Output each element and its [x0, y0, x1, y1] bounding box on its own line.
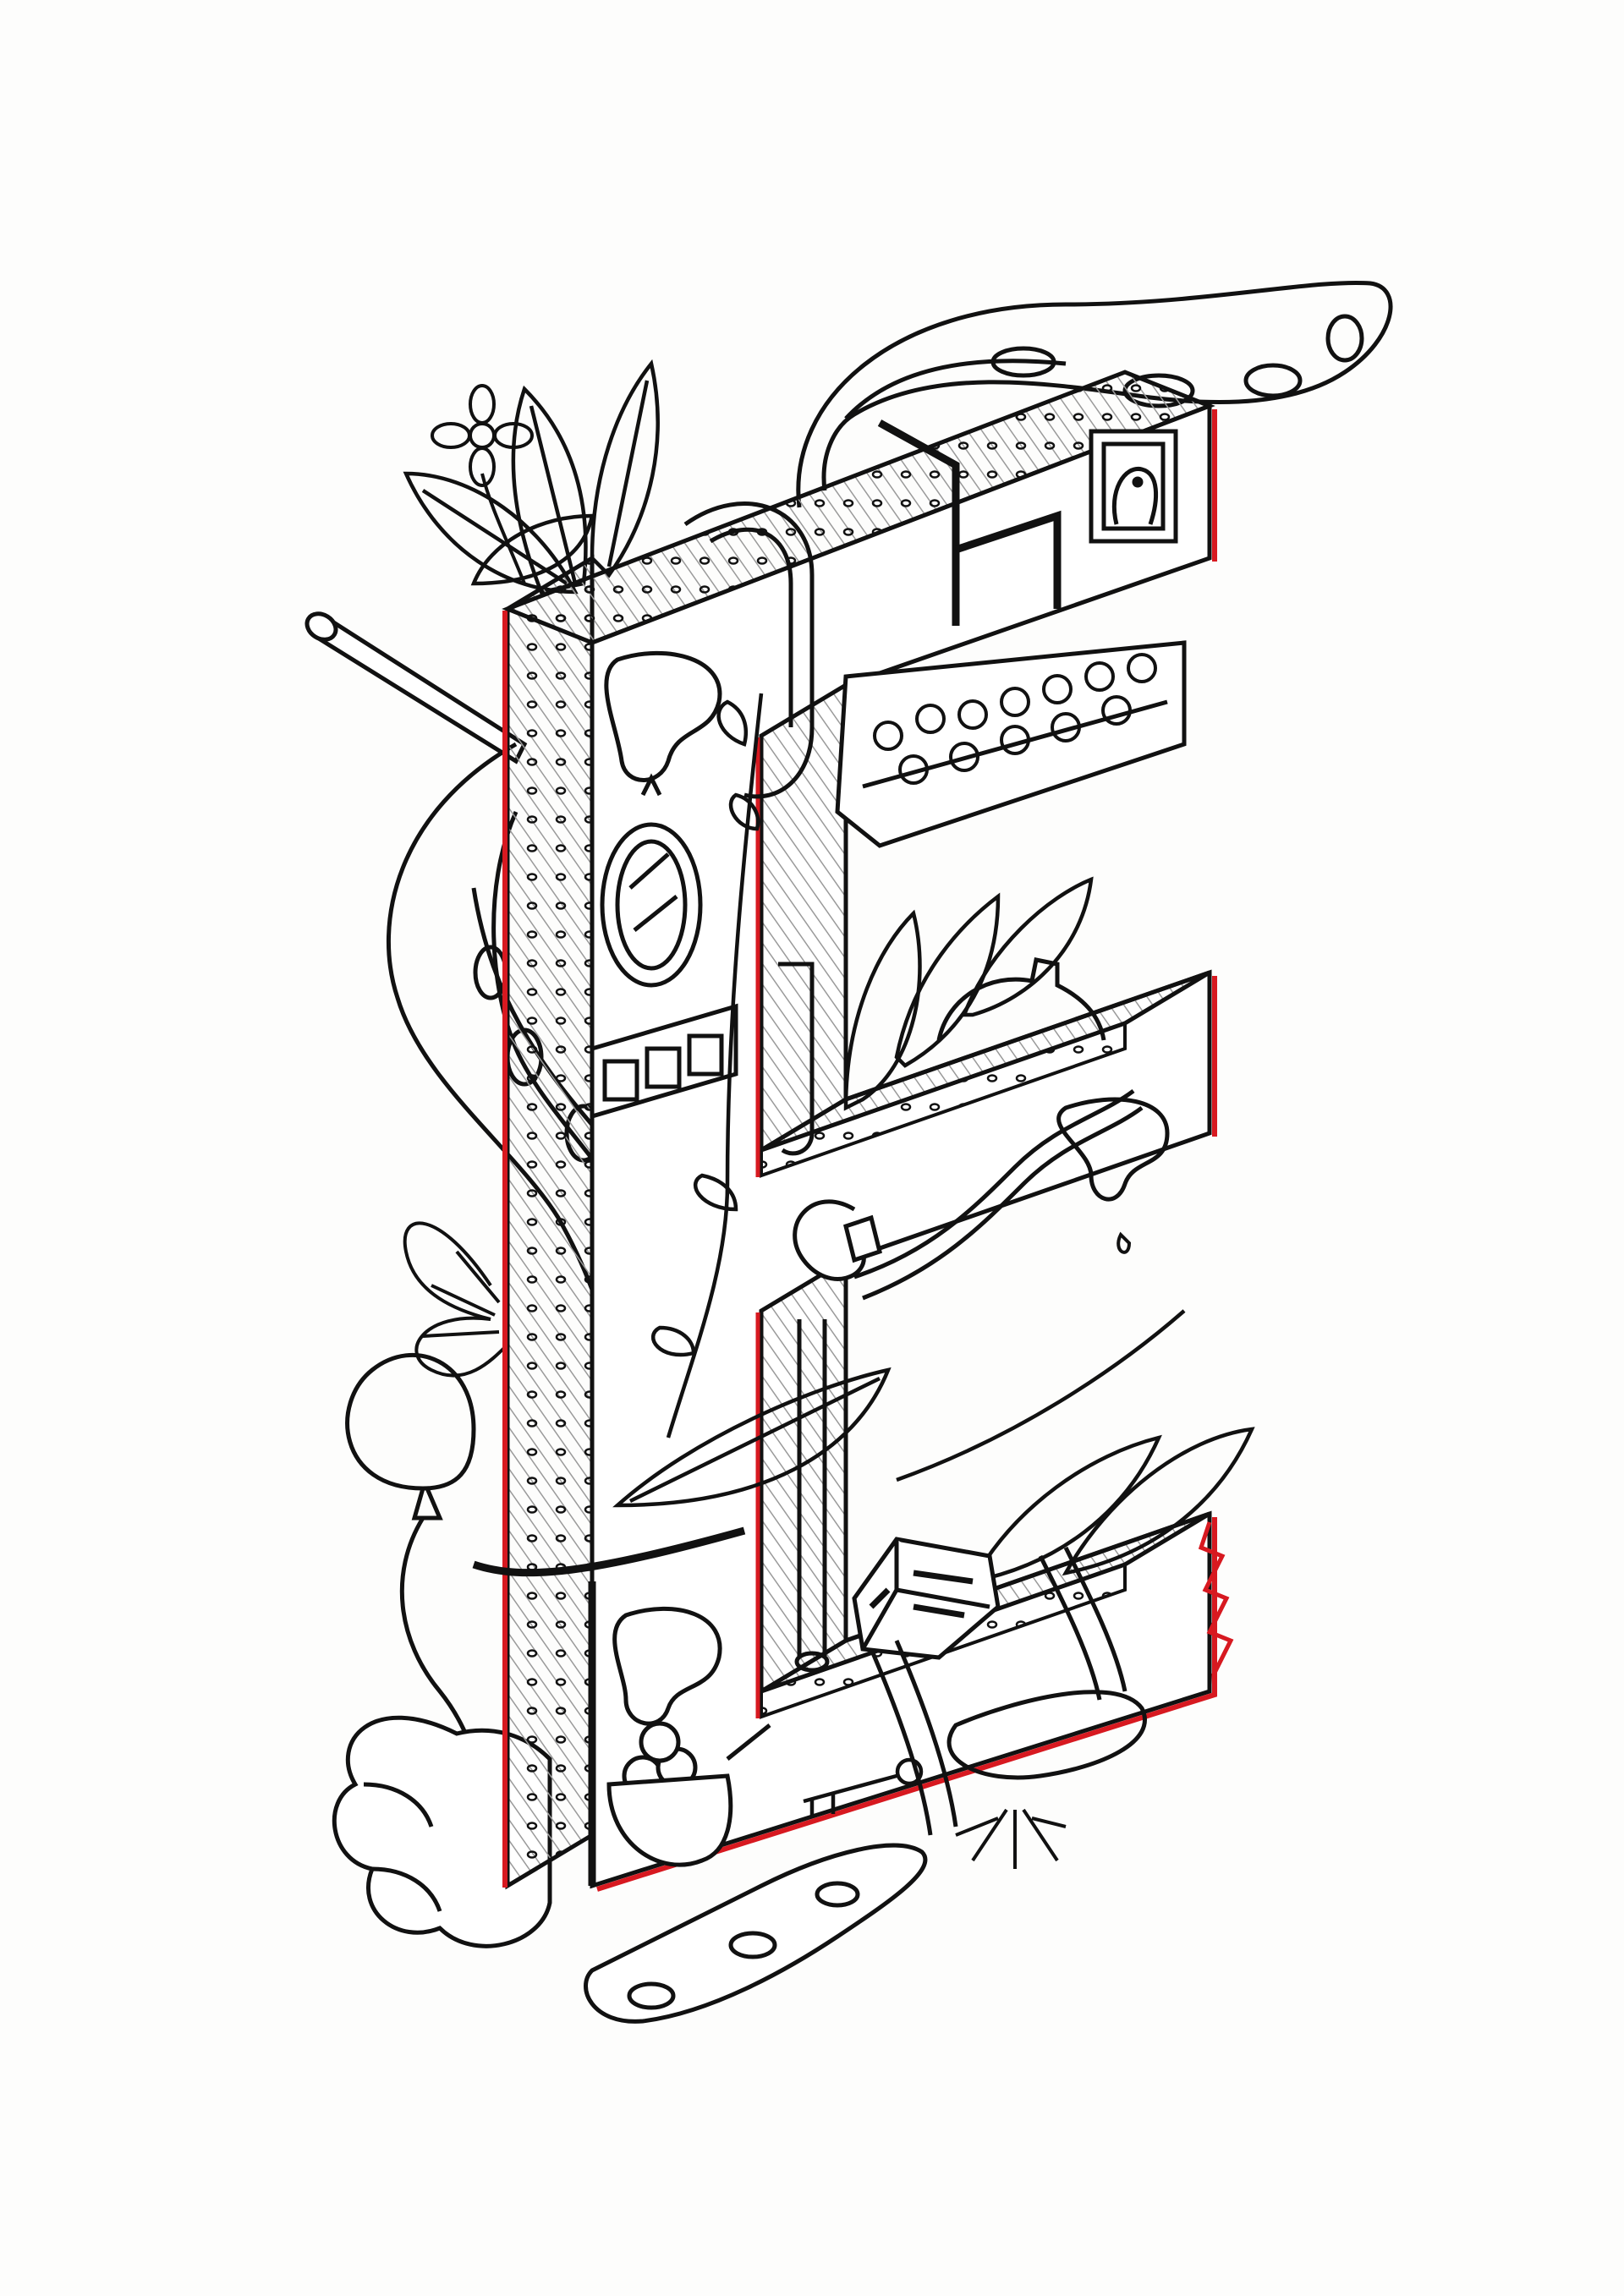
- cube-icon: [852, 1537, 1001, 1660]
- gear-icon: [936, 957, 1106, 1041]
- flower-icon: [403, 1221, 509, 1378]
- drip-shape: [1116, 1231, 1132, 1254]
- leaf-icon: [612, 693, 1255, 1585]
- flower-icon: [431, 384, 534, 584]
- tentacle-icon: [796, 280, 1393, 508]
- bird-icon: [1089, 429, 1178, 544]
- strap: [869, 1546, 1127, 1836]
- flower-icon: [955, 1808, 1067, 1869]
- leaf-icon: [403, 359, 660, 595]
- blob-shape: [604, 650, 1170, 1780]
- mirror-icon: [600, 773, 703, 988]
- ice-cream-icon: [606, 1721, 771, 1867]
- flower-box: [835, 640, 1187, 848]
- zigzag-edge: [1198, 1521, 1234, 1696]
- hose-icon: [683, 501, 1144, 1673]
- outlet-icon: [590, 1003, 738, 1120]
- key-icon: [803, 1757, 924, 1818]
- clamp-icon: [793, 1199, 882, 1281]
- tentacle-icon: [584, 1843, 928, 2024]
- letter-e-stem-side: [502, 554, 595, 1890]
- strap: [472, 419, 1062, 1886]
